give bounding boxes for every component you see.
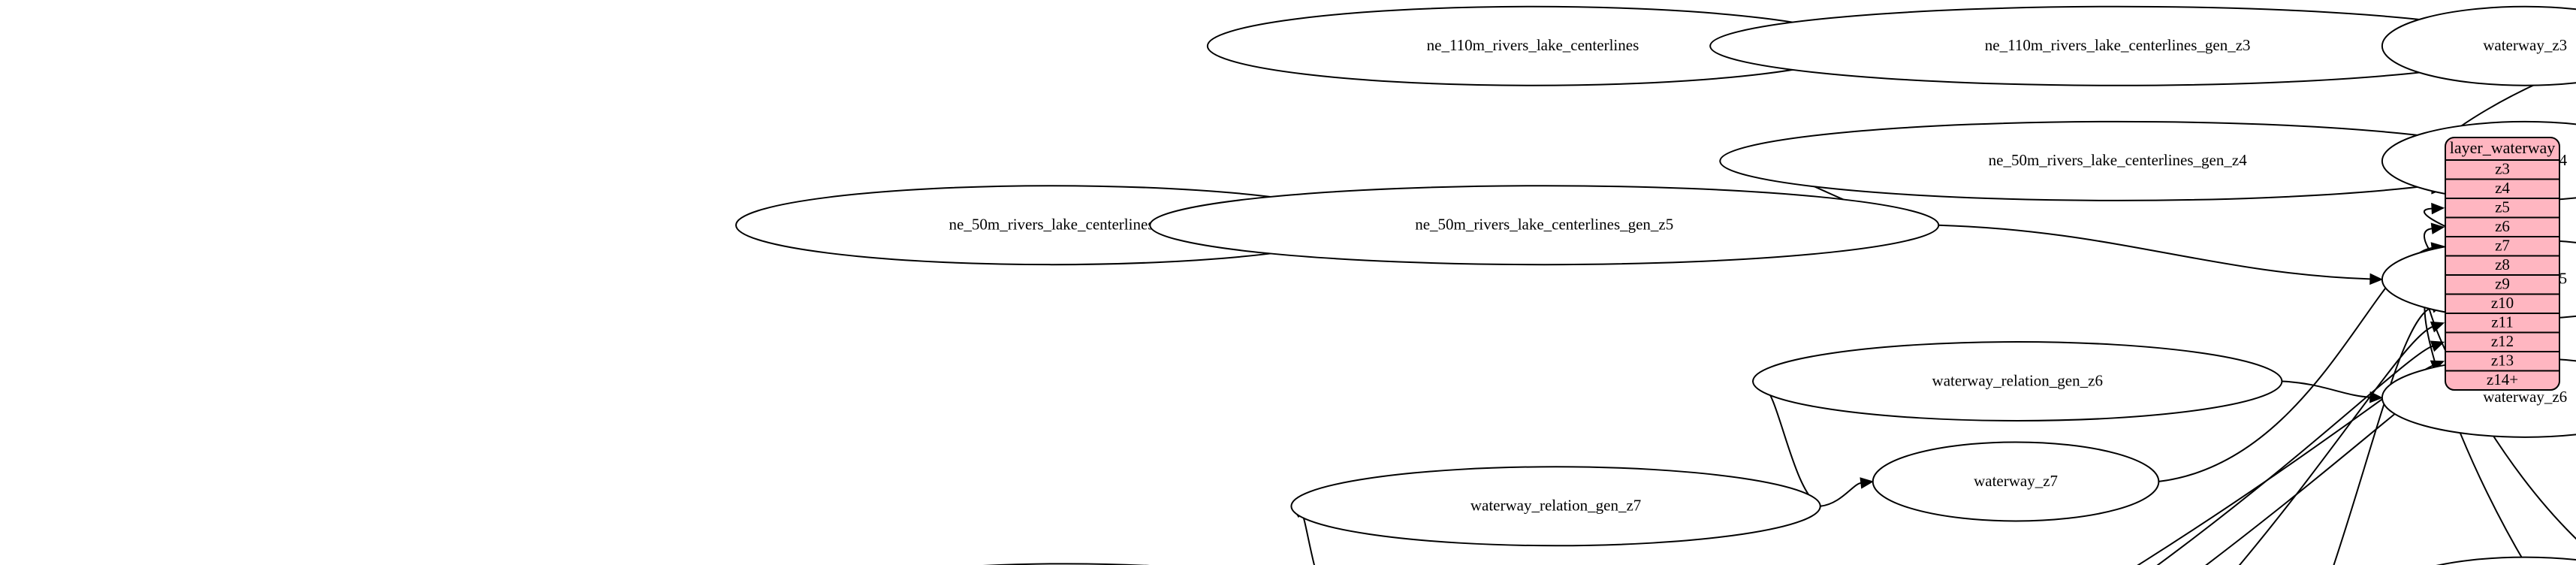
node-ellipse[interactable] [1752,341,2283,421]
edge-arrowhead [2431,202,2445,215]
table-outline [2445,137,2560,391]
graph-node[interactable]: ne_50m_rivers_lake_centerlines_gen_z4 [1719,120,2517,201]
table-row[interactable] [2445,159,2559,180]
edges-layer [1149,40,2576,565]
node-ellipse[interactable] [2382,556,2576,565]
node-label: ne_50m_rivers_lake_centerlines [949,216,1154,234]
table-row-label: z10 [2491,294,2514,312]
graph-node[interactable]: waterway_z8 [2382,556,2576,565]
node-label: waterway_relation_gen_z7 [1470,497,1641,515]
table-row-label: z7 [2495,237,2510,255]
table-row-label: z12 [2491,332,2514,350]
node-ellipse[interactable] [1872,441,2160,522]
graph-node[interactable]: waterway_relation_gen_z6 [1752,341,2283,421]
edge [2238,326,2433,565]
node-label: waterway_z3 [2483,36,2567,54]
table-row-label: z8 [2495,255,2510,273]
node-label: waterway_relation_gen_z6 [1932,371,2103,389]
edge-arrowhead [2430,340,2445,352]
nodes-layer: imposm3osm_waterway_relationosm_waterway… [735,5,2576,565]
table-row[interactable] [2445,313,2559,334]
node-label: ne_110m_rivers_lake_centerlines [1427,36,1639,54]
edge [2424,287,2527,565]
table-title: layer_waterway [2450,138,2555,157]
edge-arrowhead [1860,477,1875,489]
graph-node[interactable]: ne_50m_rivers_lake_centerlines_gen_z5 [1149,185,1940,266]
node-label: ne_50m_rivers_lake_centerlines_gen_z5 [1415,216,1673,234]
table-row-label: z14+ [2487,370,2518,388]
edge [2333,306,2433,565]
table-row-label: z6 [2495,217,2510,235]
table-row-label: z5 [2495,198,2510,216]
graph-node[interactable]: ne_110m_rivers_lake_centerlines [1206,5,1860,86]
edge [2156,345,2433,565]
edge-arrowhead [2430,222,2445,234]
edge [1820,482,1862,507]
graph-node[interactable]: waterway_z3 [2381,5,2576,86]
table-row-label: z13 [2491,352,2514,370]
graph-node[interactable]: waterway_z7 [1872,441,2160,522]
node-ellipse[interactable] [1290,466,1821,547]
table-row-label: z4 [2495,179,2510,197]
node-label: waterway_z6 [2483,388,2567,406]
table-row-label: z11 [2491,313,2514,331]
node-label: waterway_z7 [1974,472,2058,490]
node-label: ne_110m_rivers_lake_centerlines_gen_z3 [1985,36,2251,54]
edge [2137,364,2433,565]
table-row[interactable] [2445,178,2559,199]
table-row[interactable] [2445,351,2559,372]
graph-node[interactable]: waterway_relation_gen_z7 [1290,466,1821,547]
node-label: ne_50m_rivers_lake_centerlines_gen_z4 [1989,151,2248,169]
edge-arrowhead [2369,273,2384,286]
edge-arrowhead [2430,321,2445,333]
table-row-label: z9 [2495,275,2510,293]
edge [2205,384,2433,565]
graph-node[interactable]: ne_110m_rivers_lake_centerlines_gen_z3 [1709,5,2526,86]
edge [2282,380,2370,398]
table-row[interactable] [2445,370,2559,391]
node-ellipse[interactable] [1149,185,1940,266]
edge [1938,224,2370,280]
node-ellipse[interactable] [2381,5,2576,86]
table-row-label: z3 [2495,160,2510,178]
